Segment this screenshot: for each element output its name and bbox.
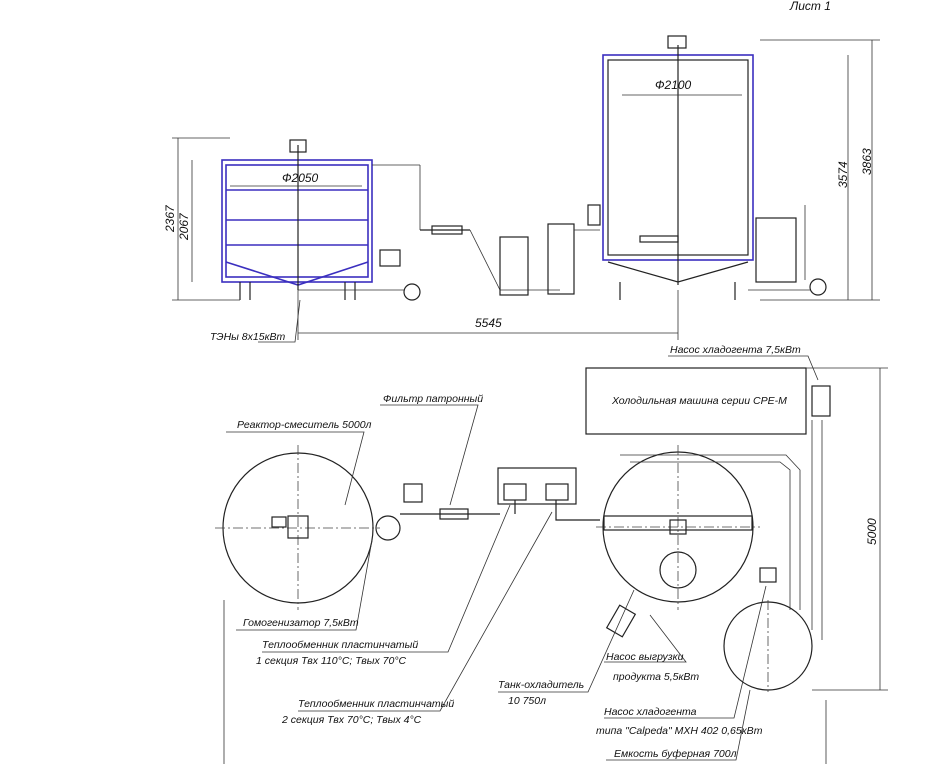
dim-tank-body-height: 3574	[836, 161, 850, 188]
plan-view: Холодильная машина серии СРЕ-М Насос хла…	[215, 344, 888, 764]
heater-label: ТЭНы 8х15кВт	[210, 331, 286, 343]
reactor-plan	[215, 445, 423, 610]
hx1-label-line2: 1 секция Твх 110°С; Твых 70°С	[256, 655, 407, 667]
dim-overall-width: 5000	[865, 518, 879, 545]
hx2-label-line1: Теплообменник пластинчатый	[298, 698, 454, 710]
cartridge-filter-label: Фильтр патронный	[383, 393, 483, 405]
reactor-elevation	[221, 139, 421, 301]
chiller-label: Холодильная машина серии СРЕ-М	[611, 395, 787, 407]
unload-pump-label-line1: Насос выгрузки	[606, 651, 684, 663]
tank-elevation	[602, 35, 827, 300]
dim-reactor-diameter: Ф2050	[282, 171, 319, 185]
homogenizer-label: Гомогенизатор 7,5кВт	[243, 617, 359, 629]
elevation-piping	[420, 204, 601, 296]
tank-cooler-label-line2: 10 750л	[508, 695, 546, 707]
plate-heat-exchanger	[497, 467, 577, 505]
tank-cooler-label-line1: Танк-охладитель	[498, 679, 584, 691]
hx1-label-line1: Теплообменник пластинчатый	[262, 639, 418, 651]
tank-cooler-plan	[596, 445, 801, 610]
dim-reactor-total-height: 2367	[163, 204, 177, 233]
dim-tank-diameter: Ф2100	[655, 78, 692, 92]
unload-pump-label-line2: продукта 5,5кВт	[613, 671, 699, 683]
chiller-box	[585, 367, 807, 435]
sheet-label: Лист 1	[789, 0, 831, 13]
hx2-label-line2: 2 секция Твх 70°С; Твых 4°С	[281, 714, 422, 726]
dim-tank-total-height: 3863	[860, 148, 874, 175]
coolant-pump2-label-line2: типа "Calpeda" MXH 402 0,65кВт	[596, 725, 763, 737]
dim-distance-between: 5545	[475, 316, 502, 330]
dim-reactor-body-height: 2067	[177, 212, 191, 241]
buffer-tank-label: Емкость буферная 700л	[614, 748, 737, 760]
coolant-pump-top-label: Насос хладогента 7,5кВт	[670, 344, 801, 356]
buffer-tank-plan	[723, 420, 823, 692]
coolant-pump2-label-line1: Насос хладогента	[604, 706, 697, 718]
elevation-view: 2367 2067 Ф2050	[163, 35, 880, 343]
reactor-mixer-label: Реактор-смеситель 5000л	[237, 419, 372, 431]
